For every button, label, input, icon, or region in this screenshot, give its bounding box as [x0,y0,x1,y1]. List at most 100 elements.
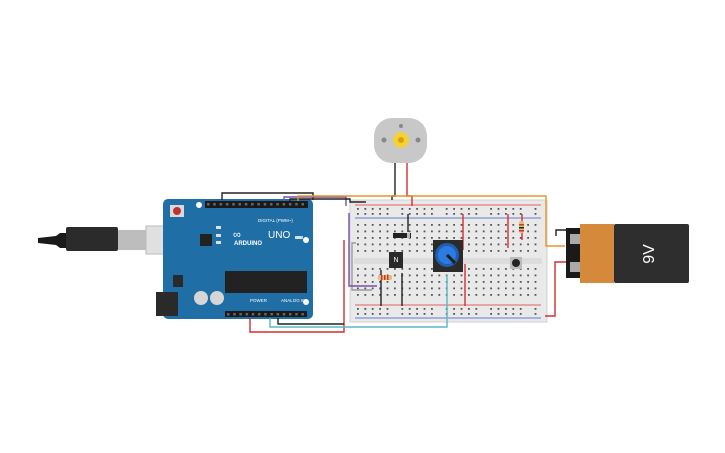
digital-pin[interactable] [238,203,242,206]
breadboard-hole[interactable] [431,268,433,270]
breadboard-hole[interactable] [453,294,455,296]
breadboard-hole[interactable] [416,287,418,290]
breadboard-hole[interactable] [379,250,381,252]
breadboard-hole[interactable] [394,294,396,296]
breadboard-hole[interactable] [512,274,515,277]
breadboard-hole[interactable] [519,287,522,290]
breadboard-hole[interactable] [453,308,455,310]
breadboard-hole[interactable] [423,308,426,310]
breadboard-hole[interactable] [527,294,529,296]
breadboard-hole[interactable] [423,208,426,210]
breadboard-hole[interactable] [490,294,492,296]
breadboard-hole[interactable] [357,308,359,310]
breadboard-hole[interactable] [527,237,529,239]
breadboard-hole[interactable] [460,237,463,239]
breadboard-hole[interactable] [475,281,478,283]
breadboard-hole[interactable] [386,224,389,226]
breadboard-hole[interactable] [512,287,515,290]
breadboard-hole[interactable] [460,213,463,215]
breadboard-hole[interactable] [408,308,411,310]
breadboard-hole[interactable] [468,230,470,233]
breadboard-hole[interactable] [401,250,404,252]
breadboard-hole[interactable] [475,268,478,270]
breadboard-hole[interactable] [364,250,367,252]
breadboard-hole[interactable] [460,287,463,290]
breadboard-hole[interactable] [490,230,492,233]
breadboard-hole[interactable] [468,308,470,310]
breadboard-hole[interactable] [497,294,500,296]
analog-power-pin[interactable] [251,313,255,316]
breadboard-hole[interactable] [468,268,470,270]
breadboard-hole[interactable] [497,281,500,283]
breadboard-hole[interactable] [475,213,478,215]
breadboard-hole[interactable] [408,268,411,270]
breadboard-hole[interactable] [453,274,455,277]
breadboard-hole[interactable] [512,313,515,315]
breadboard-hole[interactable] [423,250,426,252]
breadboard-hole[interactable] [431,224,433,226]
digital-pin[interactable] [225,203,229,206]
breadboard-hole[interactable] [482,237,485,239]
breadboard-hole[interactable] [371,287,374,290]
analog-power-pin[interactable] [245,313,249,316]
breadboard-hole[interactable] [401,230,404,233]
breadboard-hole[interactable] [394,250,396,252]
analog-power-pin[interactable] [270,313,273,316]
breadboard-hole[interactable] [527,268,529,270]
breadboard-hole[interactable] [527,274,529,277]
breadboard-hole[interactable] [445,237,448,239]
breadboard-hole[interactable] [512,250,515,252]
breadboard-hole[interactable] [497,213,500,215]
breadboard-hole[interactable] [408,243,411,246]
breadboard-hole[interactable] [364,313,367,315]
breadboard-hole[interactable] [401,268,404,270]
breadboard-hole[interactable] [490,237,492,239]
reset-button[interactable] [173,207,181,215]
breadboard-hole[interactable] [482,281,485,283]
breadboard-hole[interactable] [438,294,441,296]
transistor-npn[interactable]: N [389,252,403,268]
breadboard-hole[interactable] [394,268,396,270]
breadboard-hole[interactable] [386,268,389,270]
breadboard-hole[interactable] [364,294,367,296]
breadboard-hole[interactable] [423,213,426,215]
breadboard-hole[interactable] [379,308,381,310]
breadboard-hole[interactable] [408,230,411,233]
digital-pin[interactable] [295,203,298,206]
breadboard-hole[interactable] [534,208,537,210]
breadboard-hole[interactable] [512,281,515,283]
breadboard-hole[interactable] [408,250,411,252]
breadboard-hole[interactable] [394,281,396,283]
breadboard-hole[interactable] [490,281,492,283]
breadboard-hole[interactable] [460,294,463,296]
breadboard-hole[interactable] [475,224,478,226]
breadboard-hole[interactable] [482,294,485,296]
breadboard-hole[interactable] [468,213,470,215]
breadboard-hole[interactable] [453,281,455,283]
breadboard-hole[interactable] [527,281,529,283]
breadboard-hole[interactable] [475,250,478,252]
digital-pin[interactable] [244,203,248,206]
breadboard-hole[interactable] [527,224,529,226]
breadboard-hole[interactable] [364,281,367,283]
breadboard-hole[interactable] [364,274,367,277]
breadboard-hole[interactable] [423,294,426,296]
breadboard-hole[interactable] [408,281,411,283]
breadboard-hole[interactable] [490,213,492,215]
usb-cable-icon[interactable] [38,225,167,255]
breadboard-hole[interactable] [490,268,492,270]
breadboard-hole[interactable] [357,230,359,233]
breadboard-hole[interactable] [401,308,404,310]
breadboard-hole[interactable] [453,313,455,315]
breadboard-hole[interactable] [497,237,500,239]
breadboard-hole[interactable] [505,281,507,283]
breadboard-hole[interactable] [468,208,470,210]
breadboard-hole[interactable] [371,274,374,277]
breadboard-hole[interactable] [357,281,359,283]
breadboard-hole[interactable] [431,230,433,233]
breadboard-hole[interactable] [497,250,500,252]
battery-9v[interactable]: 9V [566,224,689,283]
breadboard-hole[interactable] [497,208,500,210]
breadboard-hole[interactable] [357,274,359,277]
